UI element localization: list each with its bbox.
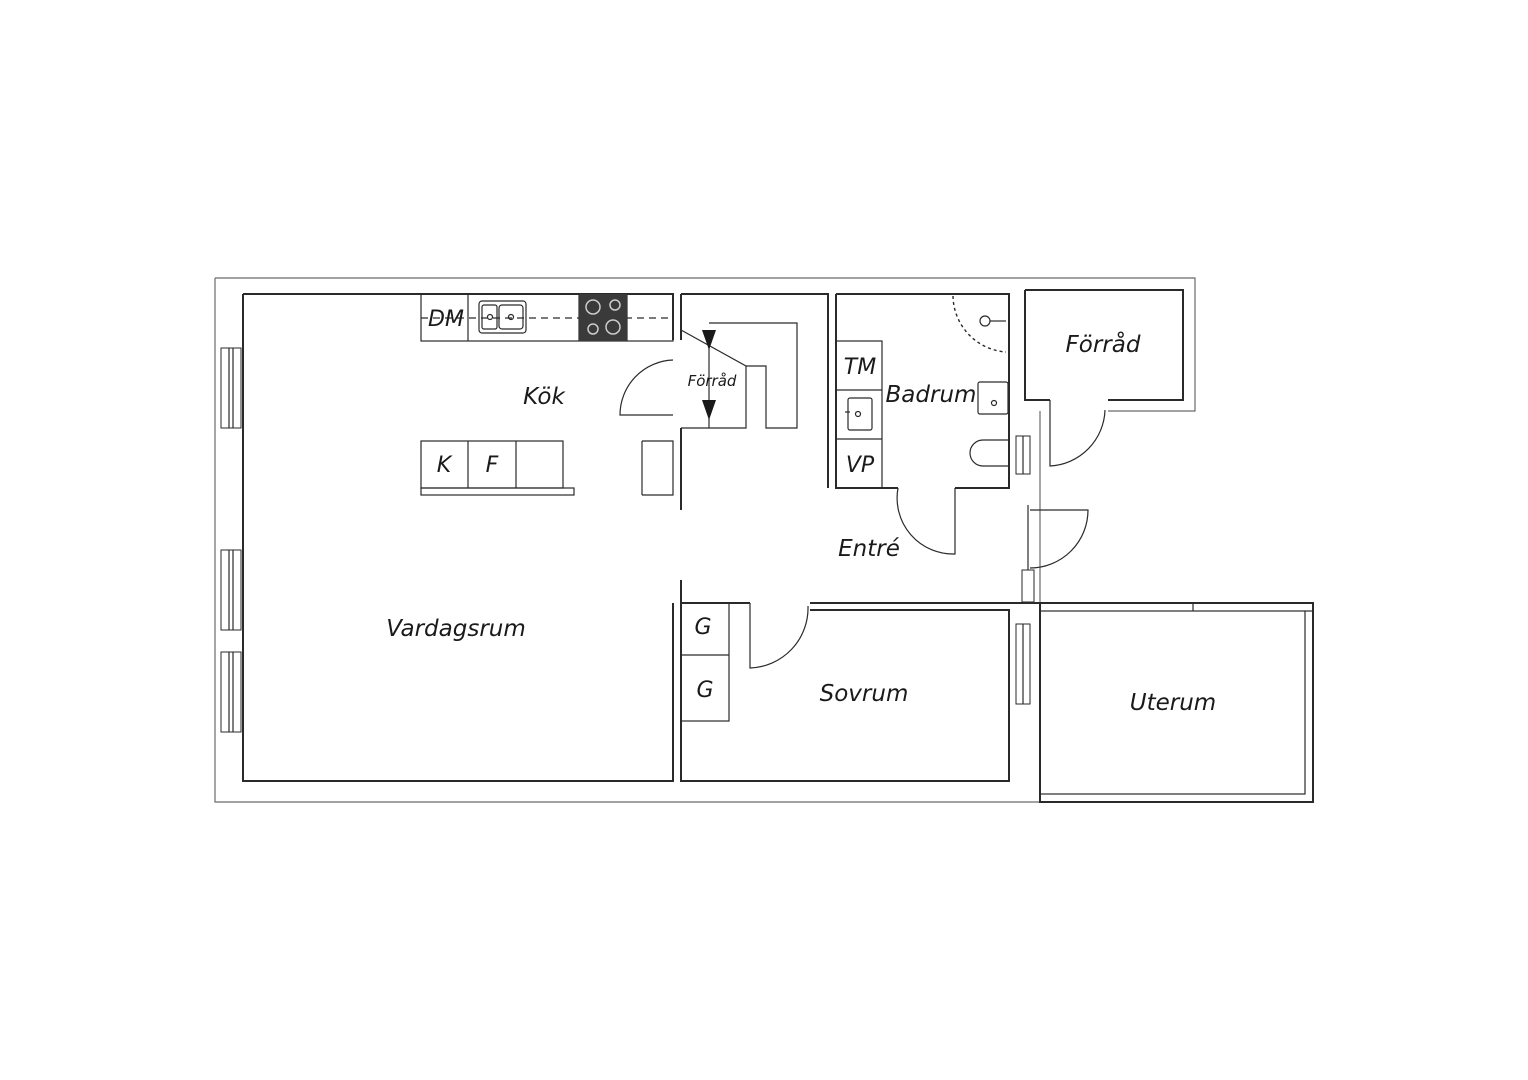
window-left-1 — [220, 347, 242, 429]
sunroom-walls — [1039, 602, 1314, 803]
room-label-sunroom: Uterum — [1130, 690, 1216, 716]
label-boiler: VP — [846, 453, 875, 478]
washbasin-icon — [845, 397, 873, 431]
room-label-bedroom: Sovrum — [820, 681, 909, 707]
room-label-bathroom: Badrum — [886, 382, 977, 408]
label-wardrobe-1: G — [694, 615, 711, 640]
toilet-icon — [969, 439, 1009, 467]
sink-icon — [478, 300, 527, 334]
label-freezer: F — [486, 453, 499, 478]
room-label-kitchen: Kök — [523, 384, 566, 410]
bathroom-walls — [835, 293, 1010, 489]
window-bath — [1015, 435, 1031, 475]
window-left-2 — [220, 549, 242, 631]
door-bedroom — [749, 603, 809, 669]
label-dishwasher: DM — [428, 307, 464, 332]
fridge-freezer-unit — [420, 440, 575, 496]
pantry-walls — [641, 293, 829, 510]
stove-icon — [579, 294, 627, 341]
stair-arrow-up-icon — [702, 330, 716, 420]
window-left-3 — [220, 651, 242, 733]
window-bedroom — [1015, 623, 1031, 705]
label-washing-machine: TM — [844, 355, 876, 380]
shower-icon — [952, 295, 1007, 353]
bedroom-walls — [680, 580, 1040, 782]
door-storage — [1049, 400, 1106, 467]
label-wardrobe-2: G — [696, 678, 713, 703]
door-pantry — [619, 359, 674, 416]
bathroom-sink-icon — [977, 381, 1009, 415]
label-fridge: K — [437, 453, 453, 478]
door-entrance — [1021, 505, 1089, 603]
room-label-living-room: Vardagsrum — [386, 616, 526, 642]
storage-walls — [1024, 289, 1184, 401]
room-label-pantry: Förråd — [688, 372, 737, 390]
room-label-storage: Förråd — [1066, 330, 1141, 358]
door-bathroom — [896, 487, 956, 555]
room-label-entrance: Entré — [838, 536, 900, 562]
building-outline — [214, 277, 1196, 803]
